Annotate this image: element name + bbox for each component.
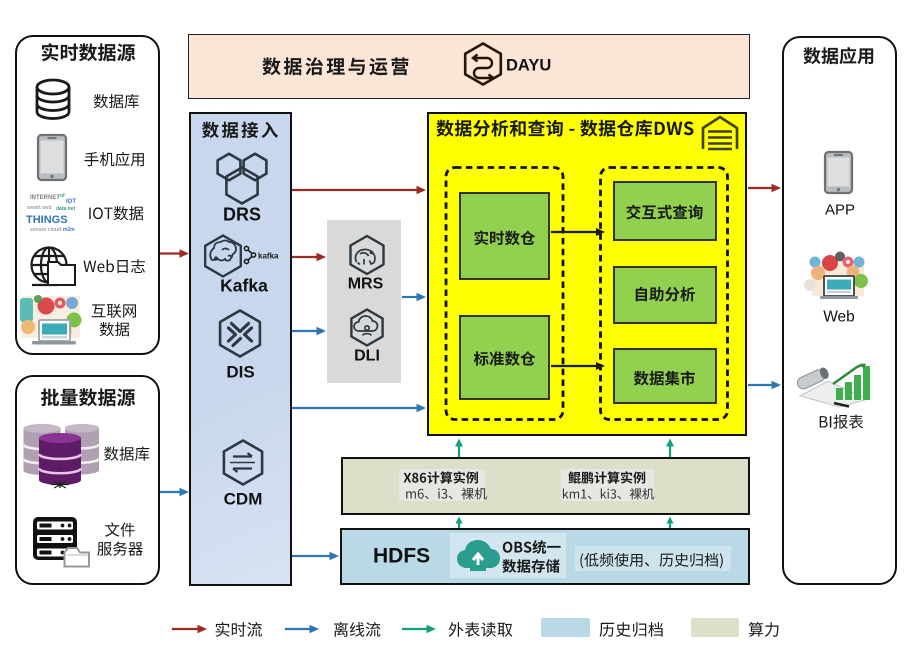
svg-text:smart web: smart web <box>27 205 52 211</box>
svg-text:Web: Web <box>823 309 855 326</box>
svg-text:kafka: kafka <box>258 252 279 261</box>
svg-text:DAYU: DAYU <box>506 57 551 75</box>
svg-text:APP: APP <box>825 202 855 219</box>
svg-text:IOT: IOT <box>66 199 76 205</box>
svg-text:m2m: m2m <box>63 227 75 233</box>
svg-text:DIS: DIS <box>226 363 254 382</box>
svg-text:data net: data net <box>56 206 76 212</box>
svg-text:DLI: DLI <box>354 348 380 365</box>
svg-text:HDFS: HDFS <box>373 545 430 568</box>
svg-text:DRS: DRS <box>223 205 261 225</box>
svg-text:INTERNET: INTERNET <box>30 195 60 201</box>
svg-text:Kafka: Kafka <box>220 276 268 296</box>
svg-text:CDM: CDM <box>224 490 263 509</box>
svg-text:sensor cloud: sensor cloud <box>30 227 61 233</box>
svg-text:THINGS: THINGS <box>26 214 68 226</box>
svg-text:MRS: MRS <box>348 276 384 293</box>
svg-text:of: of <box>60 193 65 199</box>
